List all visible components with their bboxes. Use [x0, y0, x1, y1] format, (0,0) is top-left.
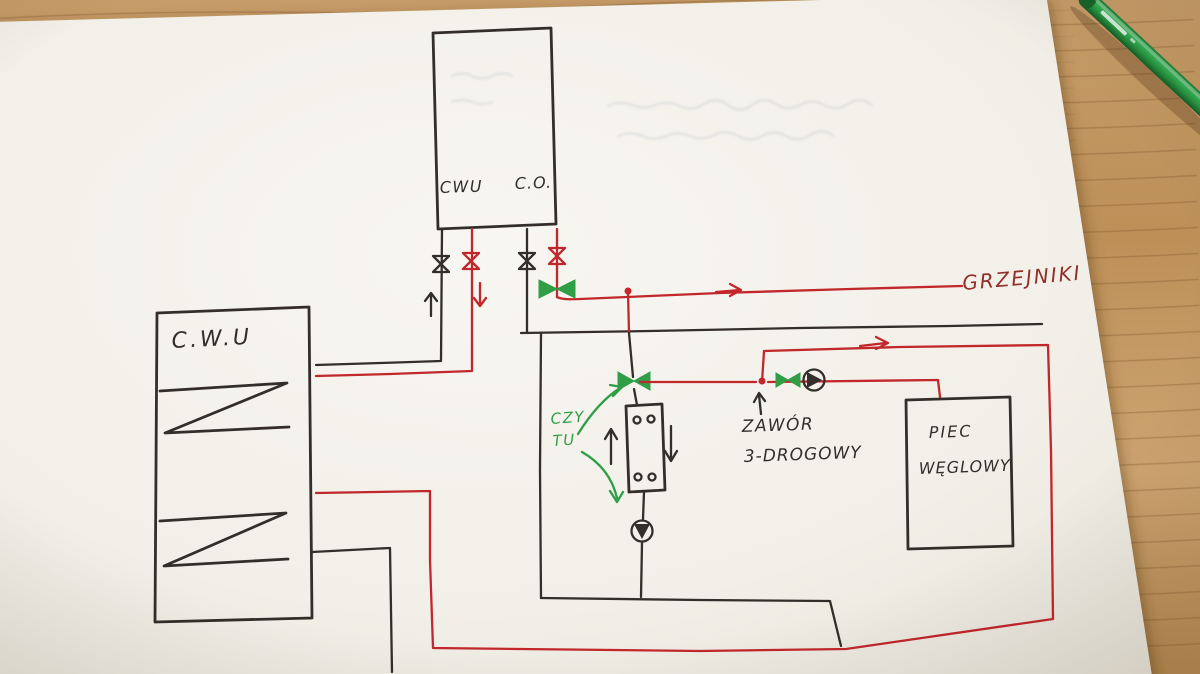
diagram-photo: CWU C.O. GRZEJNIKI [0, 0, 1200, 674]
desk-photo: CWU C.O. GRZEJNIKI [0, 0, 1200, 674]
photo-vignette [0, 0, 1200, 674]
